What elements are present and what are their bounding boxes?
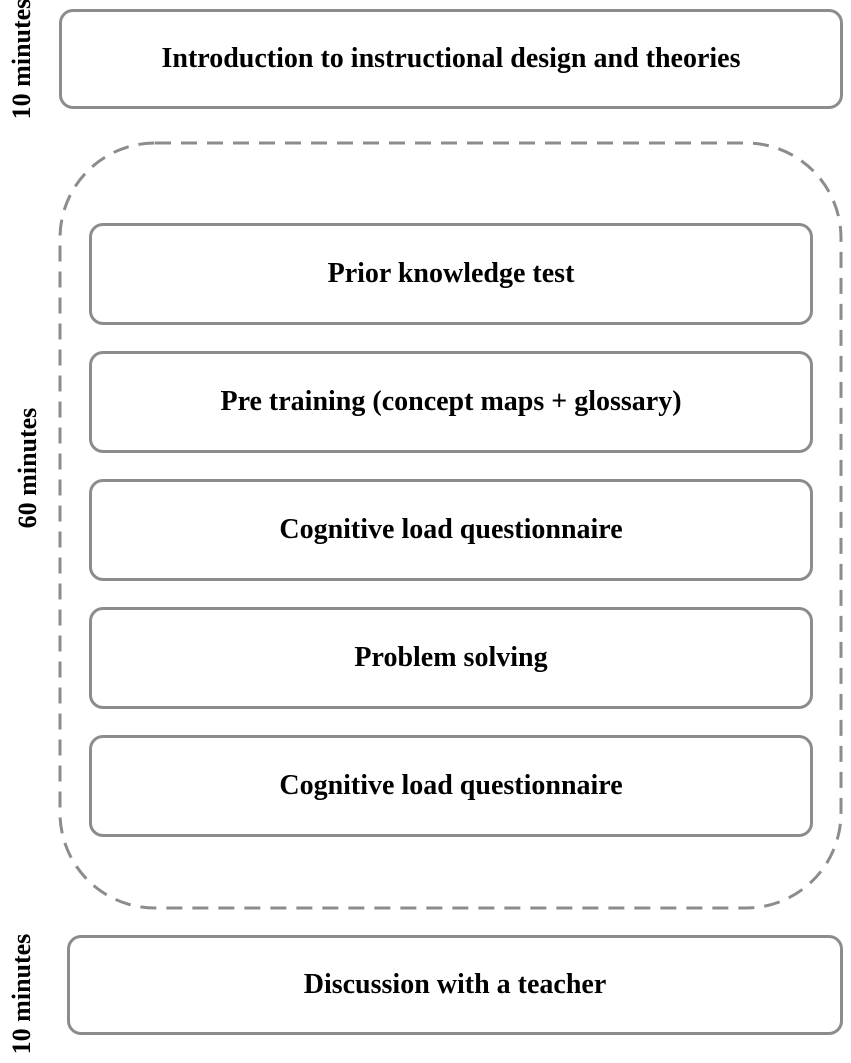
duration-label-middle: 60 minutes	[13, 407, 42, 529]
duration-label-top: 10 minutes	[7, 0, 36, 120]
step-box-pre-training: Pre training (concept maps + glossary)	[89, 351, 813, 453]
step-box-cognitive-load-questionnaire-1: Cognitive load questionnaire	[89, 479, 813, 581]
step-box-problem-solving: Problem solving	[89, 607, 813, 709]
step-label: Pre training (concept maps + glossary)	[220, 386, 682, 417]
step-box-cognitive-load-questionnaire-2: Cognitive load questionnaire	[89, 735, 813, 837]
step-label: Cognitive load questionnaire	[279, 770, 623, 801]
duration-label-bottom: 10 minutes	[7, 933, 36, 1055]
step-label-introduction: Introduction to instructional design and…	[161, 43, 741, 74]
step-label: Problem solving	[354, 642, 548, 673]
step-label-discussion: Discussion with a teacher	[303, 969, 607, 1000]
step-box-prior-knowledge-test: Prior knowledge test	[89, 223, 813, 325]
step-label: Cognitive load questionnaire	[279, 514, 623, 545]
step-label: Prior knowledge test	[327, 258, 575, 289]
step-box-introduction: Introduction to instructional design and…	[59, 9, 843, 109]
step-box-discussion: Discussion with a teacher	[67, 935, 843, 1035]
